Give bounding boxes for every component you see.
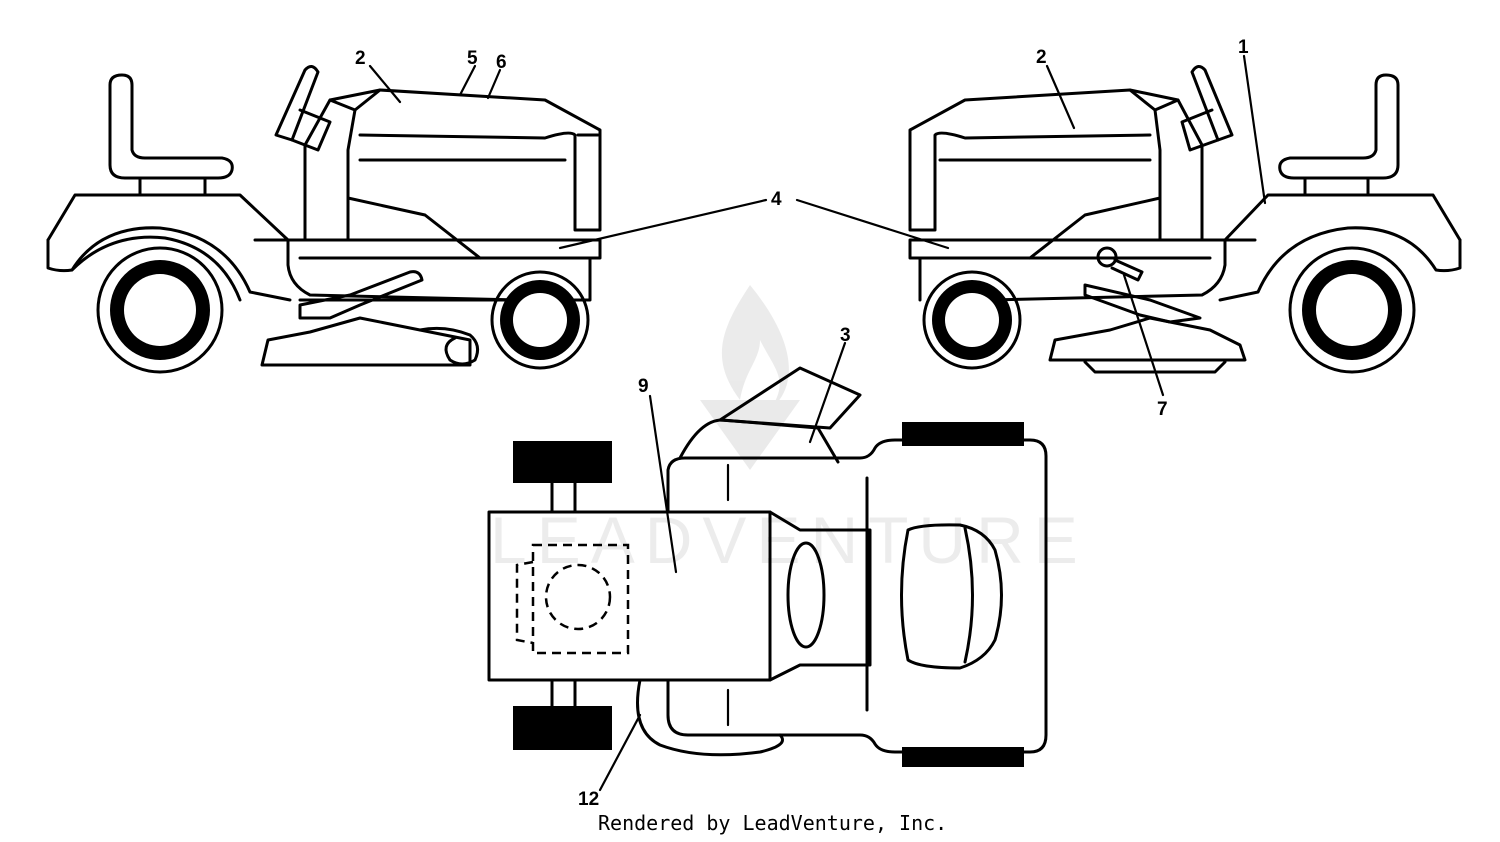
tractor-top-view	[487, 366, 1048, 767]
callout-6: 6	[496, 52, 507, 73]
right-rear-wheel	[1288, 246, 1416, 374]
left-tractor-side-view	[46, 65, 602, 374]
callout-7: 7	[1157, 399, 1168, 420]
callout-5: 5	[467, 48, 478, 69]
callout-3: 3	[840, 325, 851, 346]
left-front-wheel	[490, 270, 590, 370]
top-front-tire-upper	[902, 422, 1024, 446]
right-tractor-side-view	[908, 65, 1462, 374]
watermark-text: LEADVENTURE	[490, 503, 1088, 577]
render-credit: Rendered by LeadVenture, Inc.	[598, 811, 947, 835]
leader-lines	[368, 54, 1267, 792]
callout-12: 12	[578, 789, 599, 810]
callout-1: 1	[1238, 37, 1249, 58]
callout-2-right: 2	[1036, 47, 1047, 68]
callout-4: 4	[771, 189, 782, 210]
top-rear-tire-upper	[513, 441, 612, 483]
right-front-wheel	[922, 270, 1022, 370]
callout-2-left: 2	[355, 48, 366, 69]
top-rear-tire-lower	[513, 706, 612, 750]
left-rear-wheel	[96, 246, 224, 374]
callout-9: 9	[638, 376, 649, 397]
